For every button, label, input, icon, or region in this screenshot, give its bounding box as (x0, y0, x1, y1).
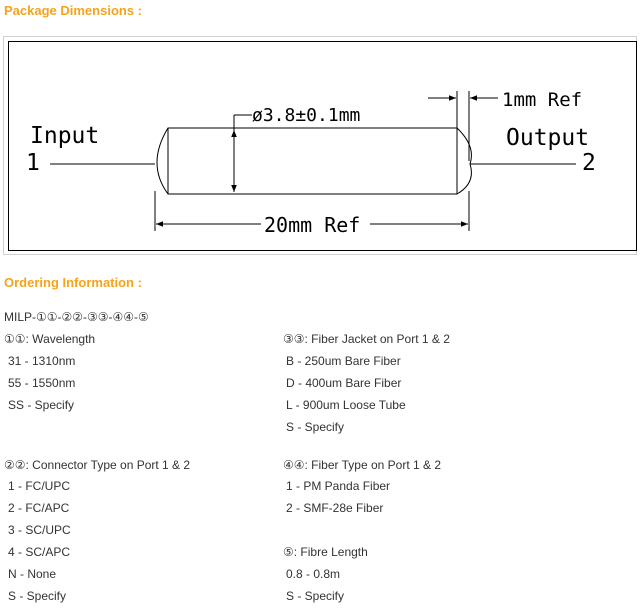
fiber-jacket-title: ③③: Fiber Jacket on Port 1 & 2 (283, 332, 450, 346)
tube-body (156, 127, 472, 195)
list-item: S - Specify (286, 420, 345, 434)
list-item: 2 - SMF-28e Fiber (286, 501, 384, 515)
diagram-border (8, 41, 637, 251)
list-item: S - Specify (8, 589, 67, 603)
output-port-number: 2 (582, 150, 596, 176)
package-dimensions-heading: Package Dimensions : (4, 3, 142, 18)
part-number-code: MILP-①①-②②-③③-④④-⑤ (4, 310, 149, 324)
wavelength-title: ①①: Wavelength (4, 332, 96, 346)
end-ref-label: 1mm Ref (502, 89, 582, 111)
list-item: 4 - SC/APC (8, 545, 71, 559)
list-item: N - None (8, 567, 57, 581)
connector-type-title: ②②: Connector Type on Port 1 & 2 (4, 458, 191, 472)
list-item: D - 400um Bare Fiber (286, 376, 402, 390)
list-item: 3 - SC/UPC (8, 523, 71, 537)
length-label: 20mm Ref (264, 213, 360, 237)
input-label: Input (30, 123, 99, 149)
list-item: L - 900um Loose Tube (286, 398, 406, 412)
list-item: 1 - FC/UPC (8, 479, 71, 493)
input-port-number: 1 (26, 150, 40, 176)
diameter-label: ø3.8±0.1mm (252, 105, 360, 126)
package-dimensions-drawing: Input 1 Output 2 ø3.8±0.1mm 20mm Ref 1mm… (26, 89, 596, 237)
list-item: 1 - PM Panda Fiber (286, 479, 391, 493)
list-item: 31 - 1310nm (8, 354, 76, 368)
ordering-information-heading: Ordering Information : (4, 275, 142, 290)
fibre-length-title: ⑤: Fibre Length (283, 545, 368, 559)
list-item: 55 - 1550nm (8, 376, 76, 390)
fiber-type-title: ④④: Fiber Type on Port 1 & 2 (283, 458, 442, 472)
output-label: Output (506, 125, 589, 151)
list-item: S - Specify (286, 589, 345, 603)
list-item: B - 250um Bare Fiber (286, 354, 401, 368)
list-item: SS - Specify (8, 398, 75, 412)
list-item: 0.8 - 0.8m (286, 567, 341, 581)
list-item: 2 - FC/APC (8, 501, 70, 515)
